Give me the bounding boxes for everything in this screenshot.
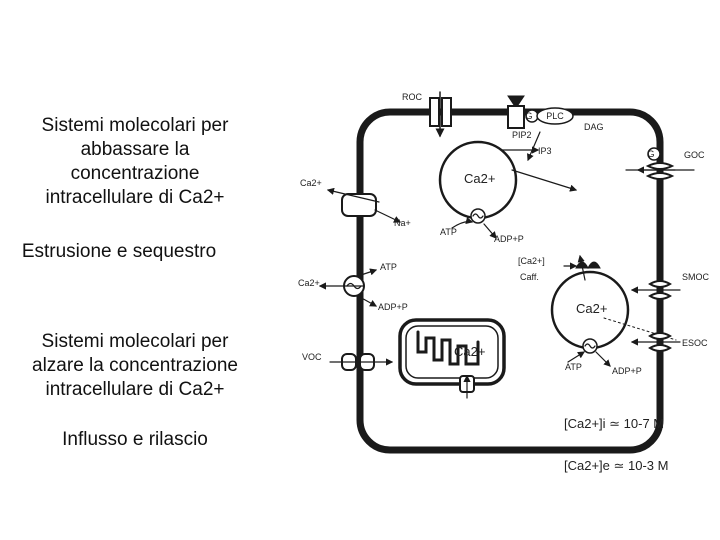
goc-label: GOC [684, 150, 705, 160]
esoc-label: ESOC [682, 338, 708, 348]
raise-ca-line-1: Sistemi molecolari per [41, 331, 229, 352]
ip3-label: IP3 [538, 146, 552, 156]
adp-sr-label: ADP+P [612, 366, 642, 376]
caffeine-release [563, 254, 601, 281]
adp-pm-label: ADP+P [378, 302, 408, 312]
esoc-channel [630, 332, 681, 352]
ca-sr-label: Ca2+ [576, 301, 607, 316]
atp-pm-label: ATP [380, 262, 397, 272]
g-protein-label-2: G [647, 149, 654, 159]
adp-er-label: ADP+P [494, 234, 524, 244]
goc-channel [625, 147, 695, 180]
voc-label: VOC [302, 352, 322, 362]
na-ca-exchanger [326, 187, 402, 223]
pm-ca-pump [318, 268, 378, 307]
caffeine-label: Caff. [520, 272, 539, 282]
receptor-plc-complex [507, 95, 574, 162]
lower-ca-line-1: Sistemi molecolari per [41, 115, 229, 136]
ca-ext-label-2: Ca2+ [298, 278, 320, 288]
roc-label: ROC [402, 92, 423, 102]
conc-internal-label: [Ca2+]i ≃ 10-7 M [564, 416, 664, 431]
lower-ca-title: Sistemi molecolari per abbassare la conc… [10, 114, 260, 210]
extrusion-label: Estrusione e sequestro [21, 241, 217, 262]
smoc-channel [630, 280, 681, 300]
atp-sr-label: ATP [565, 362, 582, 372]
raise-ca-line-2: alzare la concentrazione [32, 355, 238, 376]
ca-er-label: Ca2+ [464, 171, 495, 186]
influx-label: Influsso e rilascio [62, 429, 208, 450]
g-protein-label-1: G [525, 111, 532, 121]
er-vesicle [438, 140, 578, 239]
smoc-label: SMOC [682, 272, 710, 282]
atp-er-label: ATP [440, 227, 457, 237]
lower-ca-line-2: abbassare la [80, 139, 190, 160]
calcium-cell-diagram: ROC G PLC PIP2 DAG IP3 G GOC Ca2+ Na+ Ca… [298, 91, 710, 473]
conc-external-label: [Ca2+]e ≃ 10-3 M [564, 458, 668, 473]
sr-vesicle [550, 270, 677, 367]
dag-label: DAG [584, 122, 604, 132]
mitochondrion [398, 318, 506, 399]
plc-label: PLC [546, 111, 564, 121]
lower-ca-line-3: concentrazione [70, 163, 200, 184]
raise-ca-line-3: intracellulare di Ca2+ [45, 379, 225, 400]
ca-caffeine-label: [Ca2+] [518, 256, 545, 266]
na-label: Na+ [394, 218, 411, 228]
ca-ext-label-1: Ca2+ [300, 178, 322, 188]
roc-channel [429, 91, 452, 138]
pip2-label: PIP2 [512, 130, 532, 140]
lower-ca-line-4: intracellulare di Ca2+ [45, 187, 225, 208]
ca-mito-label: Ca2+ [454, 344, 485, 359]
voc-channel [329, 353, 394, 371]
raise-ca-title: Sistemi molecolari per alzare la concent… [10, 330, 260, 402]
